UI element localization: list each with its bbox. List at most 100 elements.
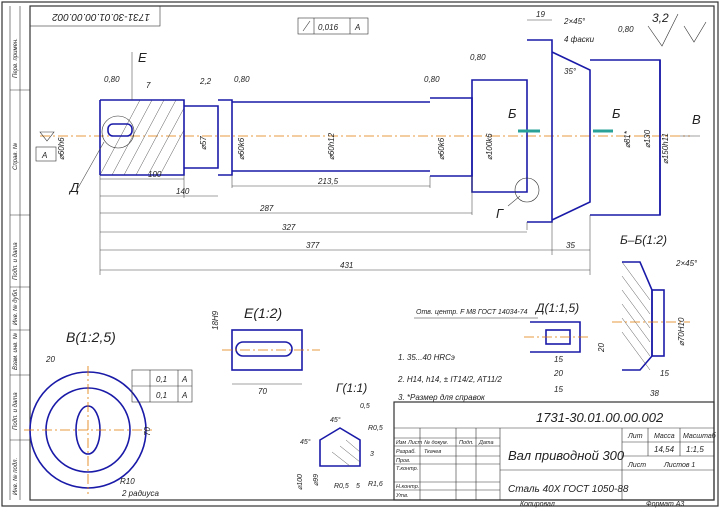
dim-2-2: 2,2: [199, 77, 212, 86]
title-block-material: Сталь 40Х ГОСТ 1050-88: [508, 484, 629, 495]
diam-150h11: ⌀150h11: [661, 133, 670, 164]
tolerance-value: 0,016: [318, 23, 339, 32]
note-2: 2. H14, h14, ± IT14/2, AT11/2: [397, 375, 502, 384]
title-block-mass: 14,54: [654, 445, 675, 454]
side-label-replace-inv: Взам. инв. №: [12, 332, 19, 370]
dim-213-5: 213,5: [317, 177, 339, 186]
title-block-row-sign: Подп.: [459, 440, 474, 446]
view-V: В(1:2,5) 20 70 R10 2 радиуса 0,1 A 0,1 A: [24, 329, 193, 498]
roughness-1: 0,80: [104, 75, 120, 84]
title-block-row-list: Лист: [407, 440, 423, 446]
tolerance-frame: 0,016 A: [297, 17, 369, 35]
section-BB-dim-15: 15: [660, 369, 669, 378]
title-block-row-date: Дата: [478, 440, 494, 446]
title-block-scale-h: Масштаб: [683, 432, 717, 440]
view-E-keyway: [235, 341, 293, 357]
diam-81: ⌀81*: [623, 130, 632, 148]
title-block-row-dev: Разраб.: [396, 449, 416, 455]
view-D-title: Д(1:1,5): [534, 301, 579, 315]
title-block-row-ncontr: Н.контр.: [396, 484, 419, 490]
view-G-dim-9: R1,6: [368, 481, 383, 488]
title-block-row-doc: № докум.: [424, 440, 448, 446]
title-block-row-dev-name: Ткачев: [424, 449, 441, 455]
note-3: 3. *Размер для справок: [398, 393, 486, 402]
side-label-ref-number: Справ. №: [12, 142, 19, 170]
view-G-dim-5: ⌀100: [297, 474, 304, 490]
view-V-tol-datum-2: A: [181, 391, 187, 400]
rotated-number-box: [29, 5, 161, 27]
view-D: Д(1:1,5) 15 20 15: [524, 301, 590, 394]
view-G-title: Г(1:1): [336, 381, 367, 395]
copied-label: Копировал: [520, 501, 555, 508]
title-block-row-izm: Изм: [396, 440, 406, 446]
dim-7: 7: [146, 81, 151, 90]
drawing-frame: [29, 5, 715, 501]
view-G-dim-8: 5: [356, 483, 360, 490]
view-V-dim-20: 20: [45, 355, 55, 364]
detail-G-leader: [507, 195, 521, 207]
view-V-tol-datum-1: A: [181, 375, 187, 384]
diam-60h12: ⌀60h12: [327, 132, 336, 160]
view-G-dim-7: R0,5: [334, 483, 349, 490]
side-label-sign-date-1: Подп. и дата: [13, 242, 19, 280]
roughness-5: 0,80: [618, 25, 634, 34]
datum-a-label: A: [41, 151, 47, 160]
roughness-4: 0,80: [470, 53, 486, 62]
view-G-dim-1: R0,5: [368, 425, 383, 432]
title-block-sheets: Листов 1: [663, 462, 695, 469]
view-V-dim-radii: 2 радиуса: [121, 489, 159, 498]
view-E-width: 70: [258, 387, 267, 396]
view-V-tol-table: 0,1 A 0,1 A: [131, 369, 193, 403]
section-BB: Б–Б(1:2) 2×45° ⌀70H10 20 38 15: [597, 233, 698, 398]
dim-4-chamfers: 4 фаски: [564, 35, 595, 44]
mark-V: В: [692, 112, 701, 127]
dim-19: 19: [536, 10, 545, 19]
view-G-dim-6: ⌀99: [313, 474, 320, 486]
mark-B-right: Б: [612, 106, 621, 121]
view-E-title: Е(1:2): [244, 305, 282, 321]
side-label-orig-inv: Инв. № подл.: [12, 458, 19, 495]
title-block-scale: 1:1,5: [686, 445, 704, 454]
view-V-tol-2: 0,1: [156, 391, 167, 400]
section-BB-dim-20: 20: [597, 343, 606, 353]
dim-100: 100: [148, 170, 162, 179]
dim-327: 327: [282, 223, 296, 232]
view-G-dim-3: 45°: [330, 416, 341, 424]
title-block-lit: Лит: [627, 433, 643, 440]
title-block-sheet: Лист: [627, 462, 646, 469]
keyway-slot: [107, 123, 133, 137]
title-block-mass-h: Масса: [654, 433, 675, 440]
mark-E: Е: [138, 50, 147, 65]
title-block: 1731-30.01.00.00.002 Вал приводной 300 С…: [393, 401, 717, 501]
title-block-name: Вал приводной 300: [508, 448, 625, 463]
diam-60k6-a: ⌀60k6: [237, 137, 246, 160]
format-label: Формат А3: [646, 501, 684, 508]
roughness-main: 3,2: [652, 11, 669, 25]
roughness-check-mark: [647, 13, 679, 47]
dim-140: 140: [176, 187, 190, 196]
tolerance-datum: A: [354, 23, 360, 32]
detail-circle-D: [101, 115, 135, 149]
dim-35: 35: [566, 241, 575, 250]
datum-box: [35, 146, 57, 162]
dim-431: 431: [340, 261, 353, 270]
mark-D: Д: [68, 180, 79, 195]
dim-287: 287: [259, 204, 274, 213]
title-block-row-approve: Утв.: [395, 493, 409, 499]
note-1: 1. 35...40 HRCэ: [398, 353, 455, 362]
diam-60k6-b: ⌀60k6: [437, 137, 446, 160]
view-G-dim-0: 0,5: [360, 403, 370, 410]
notes: Отв. центр. F M8 ГОСТ 14034-74 1. 35...4…: [397, 309, 538, 402]
dim-chamfer: 2×45°: [563, 17, 586, 26]
length-dimensions: [99, 19, 591, 275]
dim-377: 377: [306, 241, 320, 250]
diam-60h6: ⌀60h6: [57, 137, 66, 160]
roughness-3: 0,80: [424, 75, 440, 84]
view-D-dim-1: 20: [553, 369, 563, 378]
view-V-title: В(1:2,5): [66, 329, 116, 345]
title-block-row-check: Пров.: [396, 458, 411, 464]
view-G-dim-4: 3: [370, 451, 374, 458]
view-D-dim-0: 15: [554, 355, 563, 364]
section-BB-chamfer: 2×45°: [675, 259, 698, 268]
